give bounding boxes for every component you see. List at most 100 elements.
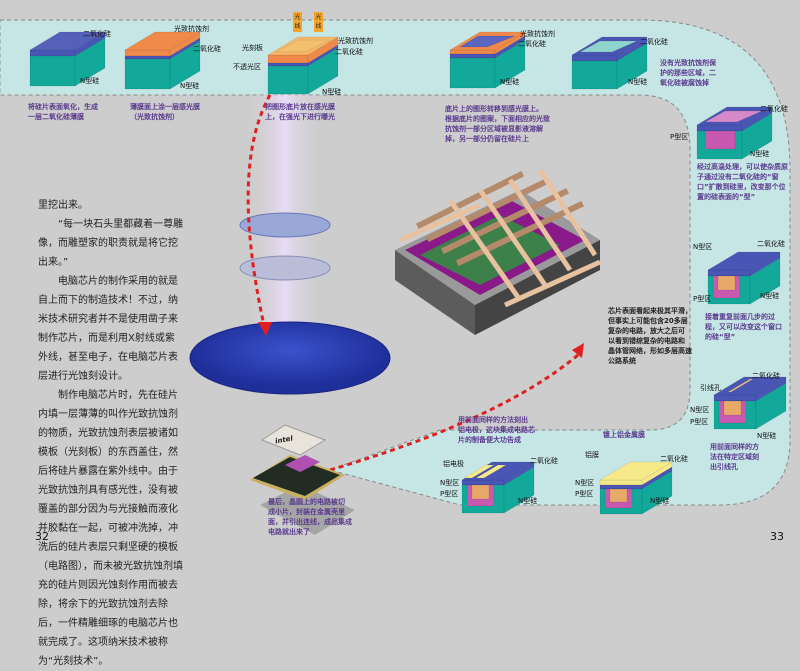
paragraph: 制作电脑芯片时，先在硅片内填一层薄薄的叫作光致抗蚀剂的物质，光致抗蚀剂表层被诸如… xyxy=(38,390,183,667)
block-layer xyxy=(29,49,76,57)
block-layer xyxy=(267,62,309,67)
block-layer xyxy=(449,53,496,59)
wafer xyxy=(189,321,391,395)
step-caption: 抗蚀剂一部分区域被显影液溶解 xyxy=(445,125,543,133)
step-label: 二氧化硅 xyxy=(193,45,221,53)
block-top xyxy=(707,251,781,271)
step-label: 二氧化硅 xyxy=(760,105,788,113)
block-layer-side xyxy=(503,466,535,514)
lens-disc xyxy=(239,255,331,281)
step-label: N型硅 xyxy=(760,292,780,300)
step-label: N型区 xyxy=(440,479,460,487)
block-top xyxy=(29,31,106,51)
step-caption: 片的制备便大功告成 xyxy=(458,436,521,444)
block-layer-side xyxy=(641,470,673,515)
light-arrow-icon: 光线 xyxy=(314,12,323,32)
block-layer xyxy=(461,479,505,486)
step-caption: 的硅“型” xyxy=(705,333,736,341)
step-caption: 镀上铝金属膜 xyxy=(603,431,645,439)
circuit-caption: 复杂的电路，放大之后可 xyxy=(608,327,685,335)
circuit-caption: 以看到错综复杂的电路和 xyxy=(608,337,685,345)
body-text: 里挖出来。 “每一块石头里都藏着一尊雕像，而雕塑家的职责就是将它挖出来。” 电脑… xyxy=(38,196,184,671)
step-label: N型硅 xyxy=(757,432,777,440)
step-label: N型硅 xyxy=(650,497,670,505)
block-top xyxy=(599,461,673,481)
chip-caption: 成小片，封装在金属壳里 xyxy=(268,508,345,516)
circuit-3d-model xyxy=(395,168,602,335)
block-layer xyxy=(449,49,496,55)
page-number-left: 32 xyxy=(35,530,49,543)
process-step-blocks xyxy=(29,31,787,515)
step-label: 铝膜 xyxy=(585,451,599,459)
chip-caption: 最后，晶圆上的电路被切 xyxy=(268,498,345,506)
step-caption: 护的那些区域，二 xyxy=(660,69,716,77)
circuit-caption: 芯片表面看起来极其平滑， xyxy=(608,307,692,315)
arrow-to-wafer xyxy=(246,79,282,331)
chip-caption: 面，并引出连线，成品集成 xyxy=(268,518,352,526)
step-label: 二氧化硅 xyxy=(83,30,111,38)
step-label: N型硅 xyxy=(180,82,200,90)
step-label: 二氧化硅 xyxy=(757,240,785,248)
step-caption: 口”扩散到硅里，改变那个位 xyxy=(697,183,786,191)
block-layer-side xyxy=(74,37,106,87)
block-layer xyxy=(124,49,171,57)
step-label: P型区 xyxy=(440,490,459,498)
step-caption: 根据底片的图案，下面相应的光致 xyxy=(445,115,550,123)
step-label: N型区 xyxy=(693,243,713,251)
step-label: N型区 xyxy=(690,406,710,414)
step-label: 光刻板 xyxy=(242,44,263,52)
block-layer-side xyxy=(755,382,787,430)
step-caption: （光致抗蚀剂） xyxy=(130,113,179,121)
page-number-right: 33 xyxy=(770,530,784,543)
step-label: N型硅 xyxy=(628,78,648,86)
step-caption: 上，在强光下进行曝光 xyxy=(265,113,335,121)
step-label: P型区 xyxy=(575,490,594,498)
circuit-caption: 公路系统 xyxy=(608,357,636,365)
block-layer-side xyxy=(749,257,781,305)
step-label: 二氧化硅 xyxy=(752,372,780,380)
step-caption: 薄膜面上涂一层感光膜 xyxy=(130,103,200,111)
step-label: N型硅 xyxy=(518,497,538,505)
step-caption: 铝电极，这块集成电路芯 xyxy=(458,426,535,434)
block-layer-side xyxy=(494,39,526,89)
step-label: 二氧化硅 xyxy=(660,455,688,463)
step-label: 二氧化硅 xyxy=(518,40,546,48)
light-arrow-icon: 光线 xyxy=(293,12,302,32)
arrow-to-circuit xyxy=(329,353,579,472)
step-label: 二氧化硅 xyxy=(640,38,668,46)
step-caption: 将硅片表面氧化，生成 xyxy=(28,103,98,111)
step-caption: 程，又可以改变这个窗口 xyxy=(705,323,782,331)
block-layer xyxy=(267,65,309,95)
block-layer-side xyxy=(741,112,773,160)
step-label: N型区 xyxy=(575,479,595,487)
step-caption: 用前面同样的方法刻出 xyxy=(458,416,528,424)
packaged-chip xyxy=(250,424,355,535)
step-label: 光致抗蚀剂 xyxy=(338,37,373,45)
block-layer xyxy=(696,124,743,132)
block-layer xyxy=(599,484,643,490)
block-layer-side xyxy=(169,40,201,90)
step-label: 二氧化硅 xyxy=(335,48,363,56)
step-label: N型硅 xyxy=(500,78,520,86)
step-caption: 子通过没有二氧化硅的“窗 xyxy=(697,173,779,181)
block-layer xyxy=(267,54,309,64)
photomask-disc xyxy=(239,212,331,238)
step-label: 光致抗蚀剂 xyxy=(174,25,209,33)
block-layer xyxy=(571,54,618,62)
block-top xyxy=(124,31,201,51)
step-caption: 置的硅表面的“型” xyxy=(697,193,756,201)
step-label: P型区 xyxy=(690,418,709,426)
step-label: P型区 xyxy=(693,295,712,303)
step-caption: 出引线孔 xyxy=(710,463,738,471)
step-caption: 掉，另一部分仍留在硅片上 xyxy=(445,135,529,143)
chip-caption: 电路就出来了 xyxy=(268,528,310,536)
step-label: 光致抗蚀剂 xyxy=(520,30,555,38)
circuit-caption: 但事实上可能包含20多层 xyxy=(608,317,688,325)
step-label: 铝电极 xyxy=(443,460,464,468)
step-label: 二氧化硅 xyxy=(530,457,558,465)
step-label: 引线孔 xyxy=(700,384,721,392)
step-label: 不透光区 xyxy=(233,63,261,71)
paragraph: 电脑芯片的制作采用的就是自上而下的制造技术！不过，纳米技术研究者并不是使用凿子来… xyxy=(38,276,178,382)
step-caption: 经过高温处理，可以使杂质原 xyxy=(697,163,788,171)
step-caption: 没有光致抗蚀剂保 xyxy=(660,59,716,67)
